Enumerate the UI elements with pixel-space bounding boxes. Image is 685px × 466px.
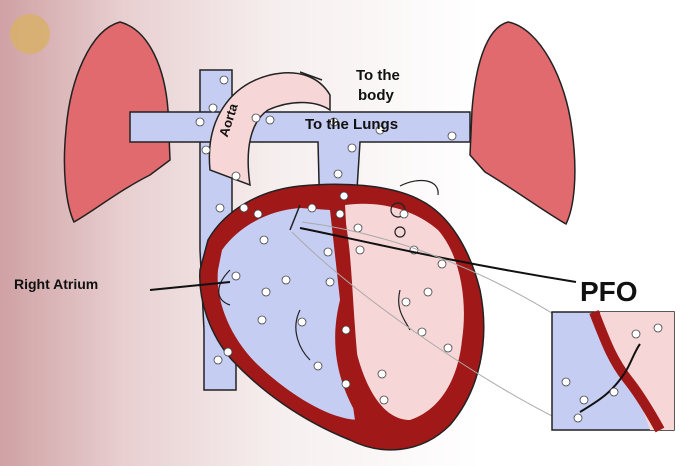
to-the-lungs-label: To the Lungs xyxy=(305,116,399,133)
to-the-body-line1: To the xyxy=(356,67,400,84)
to-the-body-label: To the body xyxy=(356,66,400,106)
right-lung xyxy=(469,21,576,226)
pfo-label: PFO xyxy=(580,276,638,307)
aorta-arch xyxy=(208,71,331,187)
right-atrium-pointer xyxy=(149,281,231,291)
pfo-inset xyxy=(551,310,675,433)
pfo-pointer xyxy=(299,227,577,283)
corner-marker xyxy=(10,14,50,54)
left-chambers xyxy=(345,203,464,420)
left-lung xyxy=(63,21,171,224)
right-atrium-label: Right Atrium xyxy=(14,276,99,292)
to-the-body-line2: body xyxy=(358,87,394,104)
blood-cells xyxy=(195,75,457,405)
right-chambers xyxy=(217,208,360,420)
